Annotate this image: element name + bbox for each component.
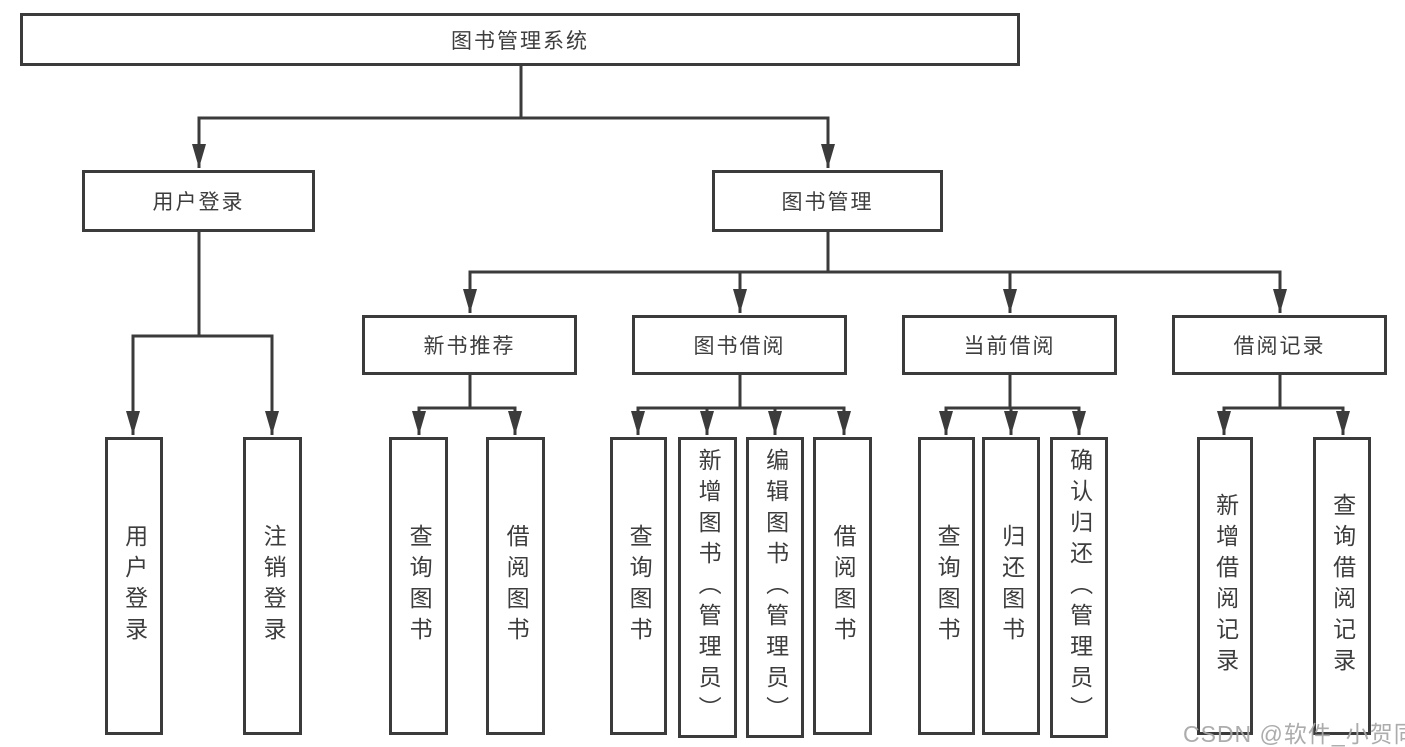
node-borrow-books: 借阅图书: [813, 437, 872, 735]
csdn-watermark: CSDN @软件_小贺同学: [1183, 721, 1405, 747]
node-confirm-return-admin: 确认归还（管理员）: [1050, 437, 1108, 738]
node-label: 新增借阅记录: [1212, 493, 1239, 679]
node-add-books-admin: 新增图书（管理员）: [678, 437, 737, 738]
node-label: 用户登录: [121, 524, 148, 648]
node-add-borrow-record: 新增借阅记录: [1197, 437, 1253, 735]
node-label: 查询图书: [626, 524, 653, 648]
node-current-query-books: 查询图书: [918, 437, 975, 735]
node-leaf-user-login: 用户登录: [105, 437, 163, 735]
node-borrow-query-books: 查询图书: [610, 437, 667, 735]
node-recommend-borrow-books: 借阅图书: [486, 437, 545, 735]
node-book-management: 图书管理: [712, 170, 943, 232]
connector-segments: [131, 64, 1345, 410]
node-label: 注销登录: [260, 524, 287, 648]
arrowheads: [126, 118, 1350, 435]
node-borrowing-records: 借阅记录: [1172, 315, 1387, 375]
node-recommend-query-books: 查询图书: [389, 437, 448, 735]
node-return-books: 归还图书: [982, 437, 1040, 735]
node-label: 确认归还（管理员）: [1066, 448, 1093, 727]
node-label: 查询借阅记录: [1329, 493, 1356, 679]
node-new-book-recommendation: 新书推荐: [362, 315, 577, 375]
node-query-borrow-record: 查询借阅记录: [1313, 437, 1371, 735]
node-label: 新增图书（管理员）: [695, 448, 722, 727]
node-book-borrowing: 图书借阅: [632, 315, 847, 375]
node-label: 编辑图书（管理员）: [762, 448, 789, 727]
node-user-login: 用户登录: [82, 170, 315, 232]
node-library-management-system: 图书管理系统: [20, 13, 1020, 66]
node-label: 借阅图书: [830, 524, 857, 648]
node-leaf-logout: 注销登录: [243, 437, 302, 735]
node-current-borrowing: 当前借阅: [902, 315, 1117, 375]
node-label: 查询图书: [406, 524, 433, 648]
node-label: 借阅图书: [503, 524, 530, 648]
node-label: 归还图书: [998, 524, 1025, 648]
node-edit-books-admin: 编辑图书（管理员）: [746, 437, 804, 738]
node-label: 查询图书: [934, 524, 961, 648]
